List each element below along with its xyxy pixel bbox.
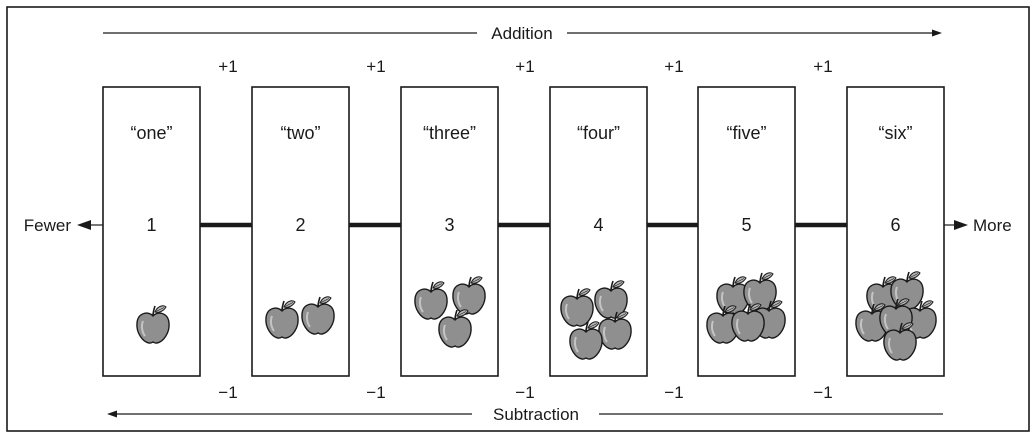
addition-arrow xyxy=(103,29,942,37)
number-word: “six” xyxy=(879,123,913,143)
number-box-3: “three” 3 xyxy=(400,86,499,377)
addition-label: Addition xyxy=(491,24,552,43)
number-word: “one” xyxy=(130,123,172,143)
number-box-2: “two” 2 xyxy=(251,86,350,377)
plus-one-label: +1 xyxy=(813,57,832,76)
more-label: More xyxy=(973,216,1012,235)
minus-one-label: −1 xyxy=(515,383,534,402)
numeral: 3 xyxy=(444,215,454,235)
fewer-label: Fewer xyxy=(24,216,72,235)
plus-one-label: +1 xyxy=(366,57,385,76)
number-line xyxy=(77,220,968,230)
plus-one-label: +1 xyxy=(218,57,237,76)
subtraction-arrow xyxy=(107,410,943,418)
numeral: 1 xyxy=(146,215,156,235)
minus-one-label: −1 xyxy=(366,383,385,402)
numeral: 4 xyxy=(593,215,603,235)
number-word: “three” xyxy=(423,123,476,143)
number-word: “two” xyxy=(281,123,321,143)
number-box-1: “one” 1 xyxy=(102,86,201,377)
plus-one-label: +1 xyxy=(515,57,534,76)
number-box-6: “six” 6 xyxy=(846,86,945,377)
minus-one-label: −1 xyxy=(218,383,237,402)
minus-one-label: −1 xyxy=(813,383,832,402)
minus-one-label: −1 xyxy=(664,383,683,402)
plus-one-label: +1 xyxy=(664,57,683,76)
numeral: 5 xyxy=(741,215,751,235)
number-word: “four” xyxy=(577,123,620,143)
diagram-frame xyxy=(6,6,1030,432)
number-box-5: “five” 5 xyxy=(697,86,796,377)
number-box-4: “four” 4 xyxy=(549,86,648,377)
numeral: 2 xyxy=(295,215,305,235)
numeral: 6 xyxy=(890,215,900,235)
number-word: “five” xyxy=(727,123,767,143)
subtraction-label: Subtraction xyxy=(493,405,579,424)
